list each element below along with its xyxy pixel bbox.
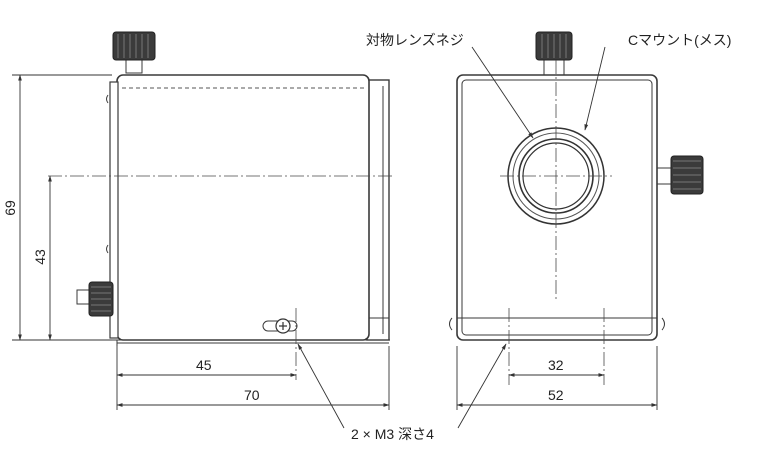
side-view-back-flange — [366, 79, 390, 341]
side-view-bottom-screw — [262, 308, 298, 380]
dim-center-height: 43 — [32, 249, 48, 265]
dim-hole-pitch: 32 — [548, 357, 564, 373]
side-view-side-knob — [76, 281, 114, 317]
side-view-body — [116, 74, 370, 341]
leader-lines — [297, 46, 606, 429]
dim-hole-offset: 45 — [196, 357, 212, 373]
dimension-lines — [12, 74, 658, 410]
dim-width: 52 — [548, 387, 564, 403]
side-view-front-plate — [109, 81, 119, 339]
front-view-side-knob — [656, 155, 704, 195]
front-view — [449, 31, 704, 385]
dim-overall-height: 69 — [2, 200, 18, 216]
dim-depth: 70 — [244, 387, 260, 403]
side-view — [48, 31, 395, 380]
tapped-holes-label: 2 × M3 深さ4 — [351, 426, 434, 442]
side-view-top-knob — [112, 31, 156, 74]
objective-thread-label: 対物レンズネジ — [366, 32, 464, 48]
c-mount-label: Cマウント(メス) — [628, 32, 732, 48]
front-view-top-knob — [535, 31, 573, 76]
